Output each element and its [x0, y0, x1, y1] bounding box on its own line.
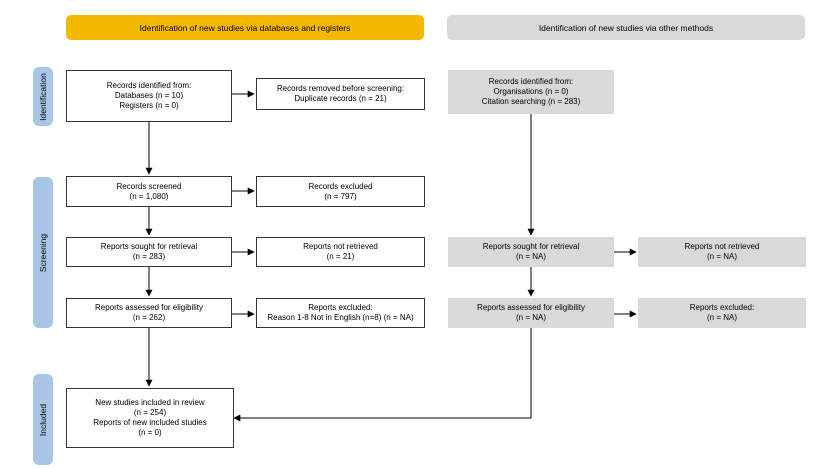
other-assessed-title: Reports assessed for eligibility [476, 303, 586, 312]
reports-not-retrieved-title: Reports not retrieved [303, 242, 378, 251]
reports-excluded-title: Reports excluded: [308, 303, 373, 312]
other-not-retrieved-count: (n = NA) [706, 252, 737, 261]
records-identified-title: Records identified from: [106, 81, 192, 90]
other-records-identified-box: Records identified from: Organisations (… [448, 70, 614, 114]
other-assessed-count: (n = NA) [515, 313, 546, 322]
records-screened-box: Records screened (n = 1,080) [66, 176, 232, 207]
included-studies-count: (n = 254) [133, 408, 167, 417]
other-excluded-title: Reports excluded: [689, 303, 755, 312]
records-screened-title: Records screened [116, 181, 182, 191]
reports-not-retrieved-count: (n = 21) [326, 252, 355, 261]
records-removed-box: Records removed before screening: Duplic… [256, 78, 425, 110]
other-reports-assessed-box: Reports assessed for eligibility (n = NA… [448, 298, 614, 328]
reports-excluded-box: Reports excluded: Reason 1-8 Not in Engl… [256, 298, 425, 328]
arrow-other-assessed-to-included [233, 328, 532, 422]
included-reports-title: Reports of new included studies [93, 418, 207, 427]
included-studies-box: New studies included in review (n = 254)… [66, 388, 234, 448]
other-identified-citation: Citation searching (n = 283) [481, 97, 581, 106]
records-identified-box: Records identified from: Databases (n = … [66, 70, 232, 122]
other-sought-title: Reports sought for retrieval [482, 242, 580, 251]
phase-included: Included [33, 374, 53, 465]
reports-sought-count: (n = 283) [132, 252, 166, 261]
other-sought-count: (n = NA) [515, 252, 546, 261]
records-screened-count: (n = 1,080) [129, 191, 169, 201]
included-studies-title: New studies included in review [95, 398, 205, 407]
databases-registers-header: Identification of new studies via databa… [66, 15, 424, 40]
reports-assessed-box: Reports assessed for eligibility (n = 26… [66, 298, 232, 328]
records-excluded-box: Records excluded (n = 797) [256, 176, 425, 207]
records-identified-databases: Databases (n = 10) [114, 91, 184, 100]
other-excluded-count: (n = NA) [706, 313, 737, 322]
records-removed-title: Records removed before screening: [276, 84, 405, 93]
included-reports-count: (n = 0) [138, 428, 162, 437]
other-identified-organisations: Organisations (n = 0) [493, 87, 569, 96]
other-reports-excluded-box: Reports excluded: (n = NA) [638, 298, 806, 328]
reports-sought-title: Reports sought for retrieval [100, 242, 198, 251]
other-reports-not-retrieved-box: Reports not retrieved (n = NA) [638, 237, 806, 267]
reports-excluded-reasons: Reason 1-8 Not in English (n=8) (n = NA) [267, 313, 414, 322]
reports-not-retrieved-box: Reports not retrieved (n = 21) [256, 237, 425, 267]
reports-assessed-count: (n = 262) [132, 313, 166, 322]
other-methods-header: Identification of new studies via other … [447, 15, 805, 40]
records-excluded-count: (n = 797) [324, 191, 357, 201]
records-excluded-title: Records excluded [308, 181, 373, 191]
other-identified-title: Records identified from: [488, 77, 574, 86]
reports-assessed-title: Reports assessed for eligibility [94, 303, 204, 312]
other-not-retrieved-title: Reports not retrieved [684, 242, 760, 251]
other-reports-sought-box: Reports sought for retrieval (n = NA) [448, 237, 614, 267]
records-identified-registers: Registers (n = 0) [119, 101, 179, 110]
records-removed-duplicates: Duplicate records (n = 21) [294, 94, 387, 103]
reports-sought-box: Reports sought for retrieval (n = 283) [66, 237, 232, 267]
phase-identification: Identification [33, 67, 53, 126]
phase-screening: Screening [33, 177, 53, 328]
